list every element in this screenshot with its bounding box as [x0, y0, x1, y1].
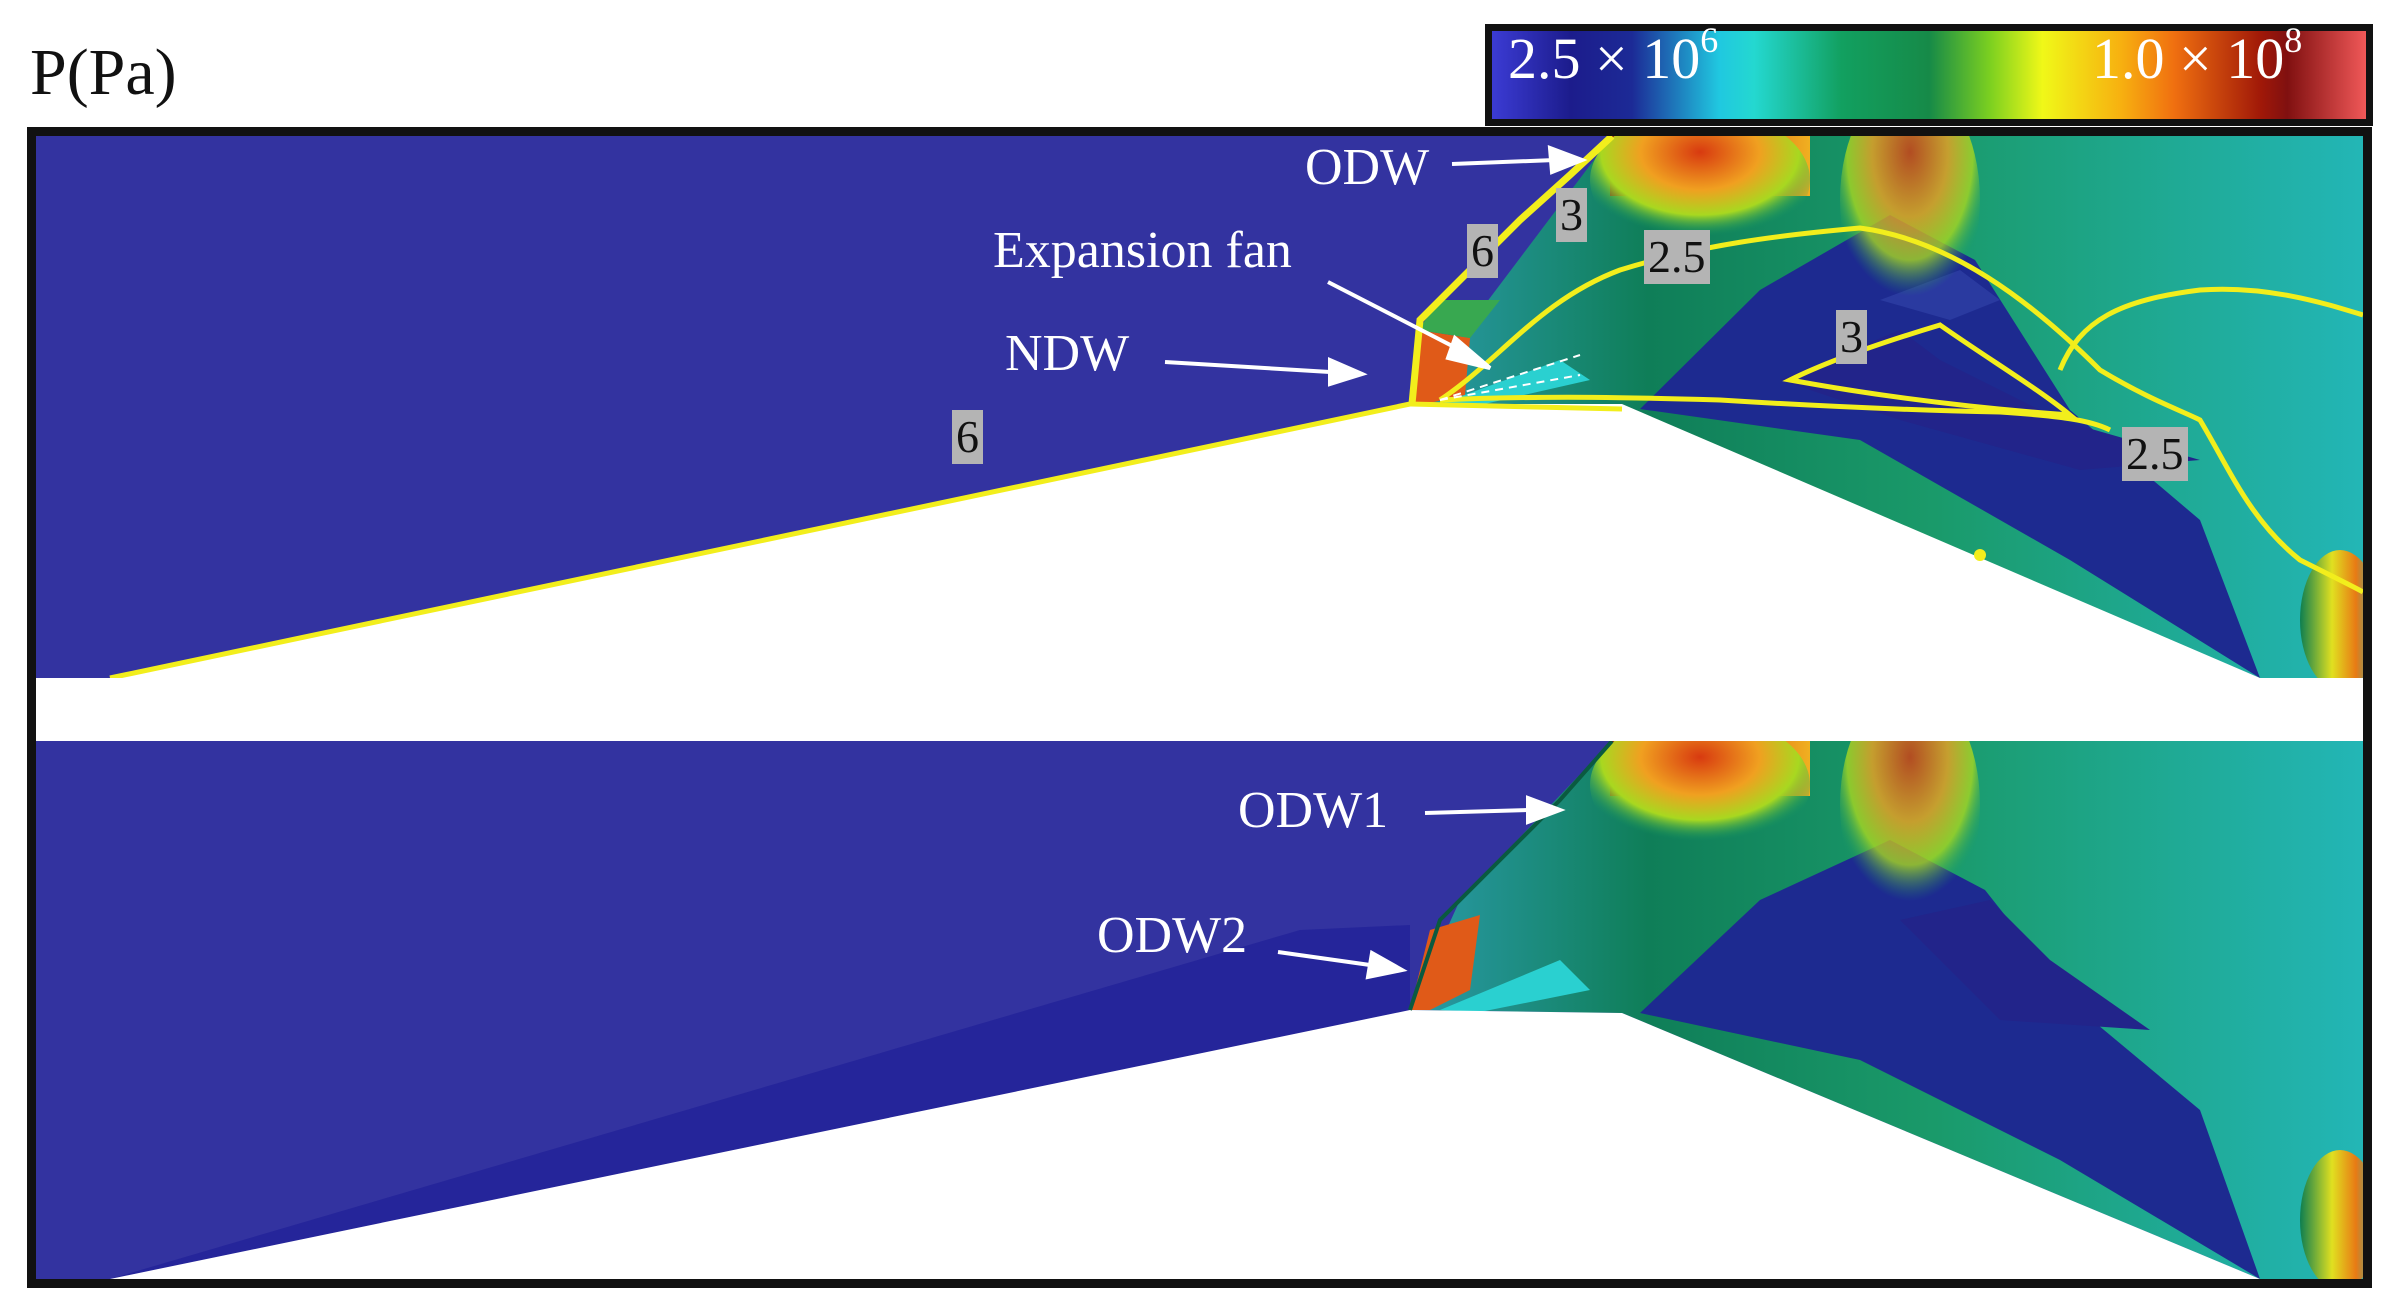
colorbar-max-label: 1.0 × 108 — [2092, 20, 2303, 91]
figure-title: P(Pa) — [30, 36, 177, 109]
bottom-panel — [36, 741, 2363, 1279]
contour-tag: 3 — [1556, 188, 1587, 242]
colorbar-min-label: 2.5 × 106 — [1508, 20, 1719, 91]
label-odw: ODW — [1305, 139, 1430, 196]
contour-tag: 2.5 — [2122, 427, 2188, 481]
label-odw1: ODW1 — [1238, 782, 1389, 839]
label-expansion-fan: Expansion fan — [993, 222, 1292, 279]
annotation-arrows — [1164, 145, 1588, 980]
colorbar-gradient — [1492, 31, 2366, 119]
contour-tag: 3 — [1836, 310, 1867, 364]
label-ndw: NDW — [1005, 325, 1130, 382]
contour-tag: 2.5 — [1644, 230, 1710, 284]
top-panel — [36, 136, 2363, 678]
contour-tag: 6 — [952, 410, 983, 464]
contour-tag: 6 — [1467, 224, 1498, 278]
colorbar — [1485, 24, 2373, 126]
label-odw2: ODW2 — [1097, 907, 1248, 964]
